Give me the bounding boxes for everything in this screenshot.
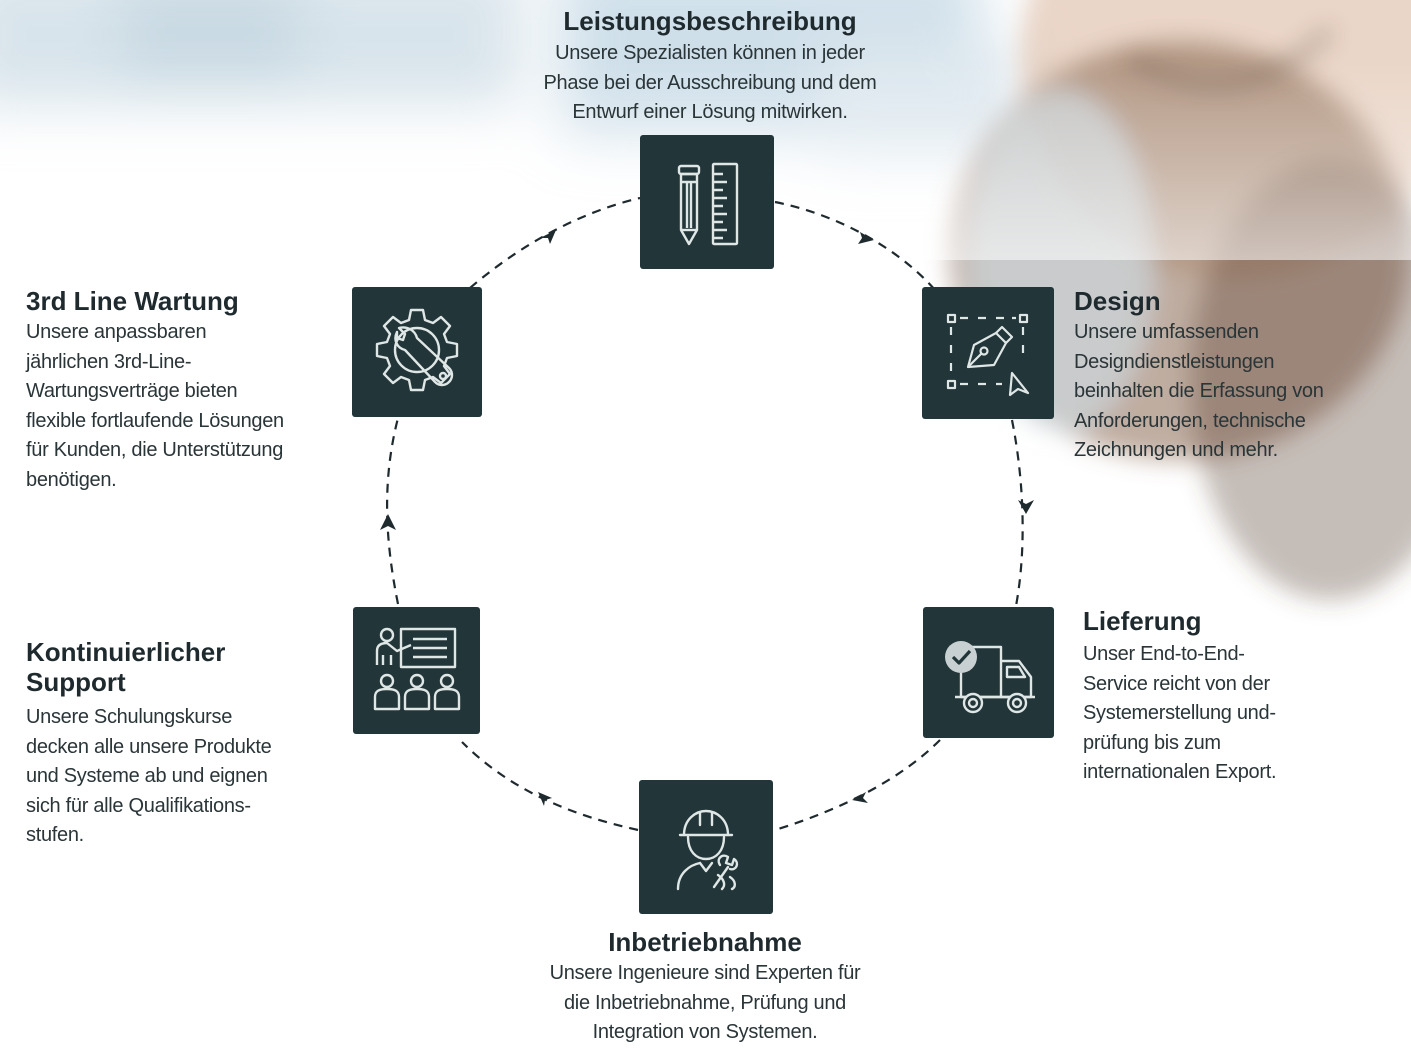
desc-line: Zeichnungen und mehr.	[1074, 439, 1278, 461]
desc-line: Service reicht von der	[1083, 672, 1270, 695]
desc-line: für Kunden, die Unterstützung	[26, 439, 284, 461]
step-desc-design: Unsere umfassenden Designdienstleistunge…	[1074, 318, 1404, 466]
step-desc-inbetriebnahme: Unsere Ingenieure sind Experten für die …	[485, 959, 925, 1048]
step-desc-leistungsbeschreibung: Unsere Spezialisten können in jeder Phas…	[490, 39, 930, 128]
desc-line: Unser End-to-End-	[1083, 643, 1245, 665]
step-title-leistungsbeschreibung: Leistungsbeschreibung	[563, 6, 857, 36]
desc-line: Anforderungen, technische	[1074, 409, 1306, 432]
arrow-head	[1018, 500, 1034, 514]
desc-line: Phase bei der Ausschreibung und dem	[543, 71, 877, 94]
presentation-training-icon	[373, 627, 460, 710]
arrow-head	[852, 792, 868, 803]
desc-line: stufen.	[26, 824, 84, 846]
connector-inbetrieb-support	[461, 741, 639, 832]
desc-line: und Systeme ab und eignen	[26, 765, 268, 787]
title-line: Support	[26, 667, 126, 697]
step-title-lieferung: Lieferung	[1083, 606, 1202, 636]
desc-line: Unsere Spezialisten können in jeder	[555, 42, 865, 64]
step-title-support: Kontinuierlicher Support	[26, 637, 326, 697]
desc-line: flexible fortlaufende Lösungen	[26, 409, 284, 432]
connector-leistung-design	[774, 200, 936, 291]
step-tile-wartung	[352, 287, 482, 417]
gear-wrench-icon	[375, 308, 459, 392]
desc-line: Unsere Schulungskurse	[26, 706, 233, 728]
pen-tool-selection-icon	[946, 313, 1030, 397]
desc-line: Unsere Ingenieure sind Experten für	[549, 962, 861, 984]
desc-line: die Inbetriebnahme, Prüfung und	[563, 991, 847, 1014]
connector-wartung-leistung	[469, 196, 641, 289]
step-tile-leistungsbeschreibung	[640, 135, 774, 269]
arrow-head	[540, 230, 556, 244]
step-tile-support	[353, 607, 480, 734]
desc-line: Unsere umfassenden	[1074, 321, 1259, 343]
desc-line: Designdienstleistungen	[1074, 350, 1275, 373]
desc-line: Wartungsverträge bieten	[26, 380, 238, 402]
delivery-truck-check-icon	[944, 640, 1035, 713]
desc-line: Systemerstellung und-	[1083, 702, 1276, 724]
step-desc-lieferung: Unser End-to-End- Service reicht von der…	[1083, 640, 1403, 788]
engineer-wrench-icon	[676, 809, 739, 891]
pencil-ruler-icon	[677, 162, 739, 246]
desc-line: prüfung bis zum	[1083, 731, 1221, 754]
arrow-head	[858, 232, 874, 244]
desc-line: Entwurf einer Lösung mitwirken.	[572, 101, 848, 123]
step-tile-inbetriebnahme	[639, 780, 773, 914]
connector-lieferung-inbetrieb	[774, 739, 941, 832]
connector-support-wartung	[386, 417, 400, 605]
step-tile-design	[922, 287, 1054, 419]
arrow-head	[380, 514, 396, 530]
step-title-inbetriebnahme: Inbetriebnahme	[608, 927, 802, 957]
step-title-wartung: 3rd Line Wartung	[26, 286, 239, 316]
desc-line: jährlichen 3rd-Line-	[26, 350, 192, 373]
connector-design-lieferung	[1010, 419, 1024, 607]
desc-line: decken alle unsere Produkte	[26, 735, 272, 758]
desc-line: Unsere anpassbaren	[26, 321, 207, 343]
desc-line: benötigen.	[26, 468, 117, 491]
desc-line: internationalen Export.	[1083, 761, 1277, 783]
desc-line: Integration von Systemen.	[592, 1021, 818, 1043]
desc-line: beinhalten die Erfassung von	[1074, 380, 1324, 402]
desc-line: sich für alle Qualifikations-	[26, 794, 251, 817]
step-title-design: Design	[1074, 286, 1161, 316]
step-desc-wartung: Unsere anpassbaren jährlichen 3rd-Line- …	[26, 318, 346, 495]
arrow-head	[538, 792, 552, 806]
step-desc-support: Unsere Schulungskurse decken alle unsere…	[26, 703, 346, 851]
title-line: Kontinuierlicher	[26, 637, 226, 667]
step-tile-lieferung	[923, 607, 1054, 738]
